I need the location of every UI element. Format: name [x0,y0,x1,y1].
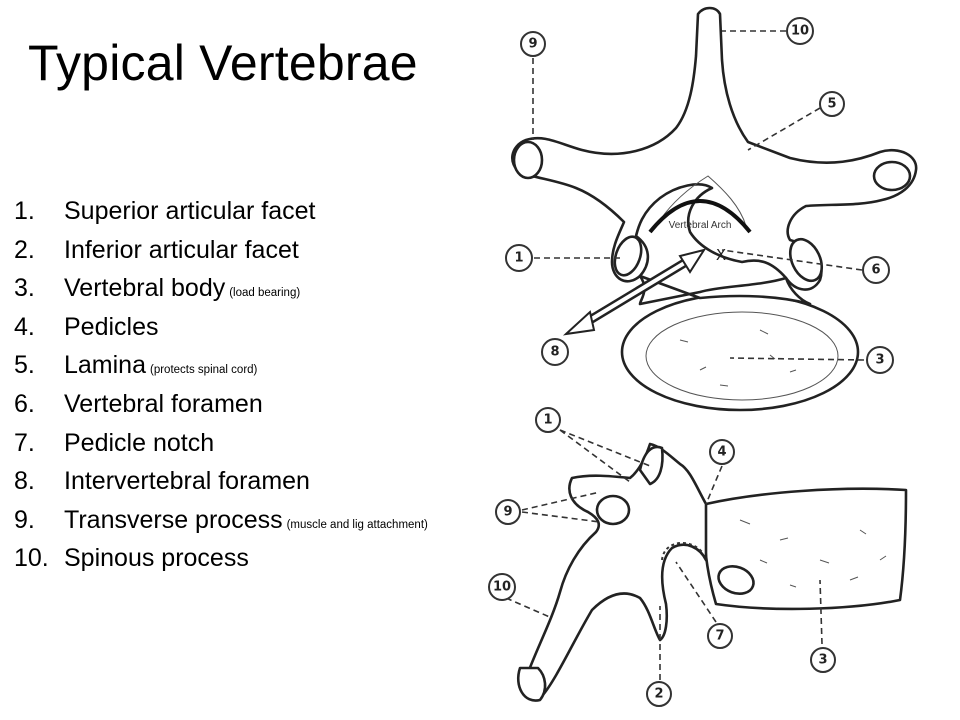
legend-number: 4. [14,312,35,341]
svg-text:3: 3 [818,653,827,668]
top-body-inner-rim [645,311,839,401]
callout-top-6: 6 [862,256,890,284]
legend-number: 9. [14,505,35,534]
svg-text:10: 10 [493,580,511,595]
callout-side-7: 7 [707,623,733,649]
side-body-texture [739,519,887,588]
legend-text: Superior articular facet [64,197,316,225]
svg-text:9: 9 [528,37,537,52]
side-arch-and-processes [523,442,708,699]
legend-number: 5. [14,351,35,380]
svg-text:10: 10 [791,24,809,39]
callout-side-4: 4 [709,439,735,465]
leader-top-5 [747,107,821,151]
svg-text:1: 1 [543,413,552,428]
top-vertebral-body [620,292,860,412]
vertebra-side-view: 1 4 9 10 7 3 2 [488,407,908,707]
legend-text: Pedicles [64,312,159,341]
legend-text: Lamina [64,351,146,380]
callout-top-8: 8 [541,338,569,366]
legend-text: Spinous process [64,544,249,573]
legend-number: 3. [14,274,35,303]
callout-top-10: 10 [786,17,814,45]
leader-side-3 [819,579,823,645]
callout-top-9: 9 [520,31,546,57]
callout-side-3: 3 [810,647,836,673]
top-vertebral-arch-bone [511,6,918,291]
legend-number: 2. [14,235,35,264]
svg-text:5: 5 [827,97,836,112]
leader-side-9a [521,491,601,511]
legend-text: Transverse process [64,505,283,534]
top-superior-facet-right [788,237,824,283]
leader-side-1b [559,429,631,483]
side-superior-facet [638,445,664,486]
svg-text:7: 7 [715,629,724,644]
leader-side-9b [521,511,601,523]
legend-note: (protects spinal cord) [150,364,258,377]
side-spinous-tip [517,666,547,702]
top-superior-facet-left [613,235,643,277]
callout-side-2: 2 [646,681,672,707]
legend-text: Pedicle notch [64,428,215,457]
legend-note: (load bearing) [229,287,301,300]
legend-text: Intervertebral foramen [64,467,310,496]
vertebral-arch-curve [648,199,752,234]
callout-top-3: 3 [866,346,894,374]
top-arch-opening [659,175,747,227]
legend-number: 8. [14,467,35,496]
intervertebral-foramen-arrow [562,248,707,336]
top-transverse-tip-right [872,160,912,192]
legend-number: 10. [14,544,49,573]
callout-top-5: 5 [819,91,845,117]
leader-side-1a [559,429,651,467]
vertebral-arch-label: Vertebral Arch [669,220,732,231]
top-transverse-tip-left [512,140,544,180]
svg-text:6: 6 [871,263,880,278]
leader-top-6 [721,249,863,271]
side-vertebral-body [703,487,908,611]
legend-number: 7. [14,428,35,457]
slide-title: Typical Vertebrae [28,35,418,91]
legend-number: 6. [14,389,35,418]
svg-text:9: 9 [503,505,512,520]
leader-side-10 [505,597,553,619]
leader-top-3 [729,357,865,361]
leader-side-4 [705,465,723,505]
top-pedicles [638,274,812,306]
callout-top-1: 1 [505,244,533,272]
leader-side-7 [675,561,717,623]
legend-number: 1. [14,197,35,225]
svg-text:4: 4 [717,445,726,460]
svg-text:2: 2 [654,687,663,702]
side-pedicle-notch [661,541,703,561]
side-inferior-facet [717,565,755,595]
svg-text:3: 3 [875,353,884,368]
svg-text:8: 8 [550,345,559,360]
vertebra-top-view: Vertebral Arch X 9 10 5 1 6 8 3 [505,6,918,412]
callout-side-1: 1 [535,407,561,433]
callout-side-10: 10 [488,573,516,601]
legend-text: Vertebral foramen [64,389,263,418]
svg-text:1: 1 [514,251,523,266]
legend-text: Inferior articular facet [64,235,299,264]
foramen-x-mark: X [716,246,726,264]
legend-note: (muscle and lig attachment) [286,518,428,531]
callout-side-9: 9 [495,499,521,525]
side-transverse-process [595,494,631,526]
top-body-texture [679,329,797,387]
legend-text: Vertebral body [64,274,226,303]
